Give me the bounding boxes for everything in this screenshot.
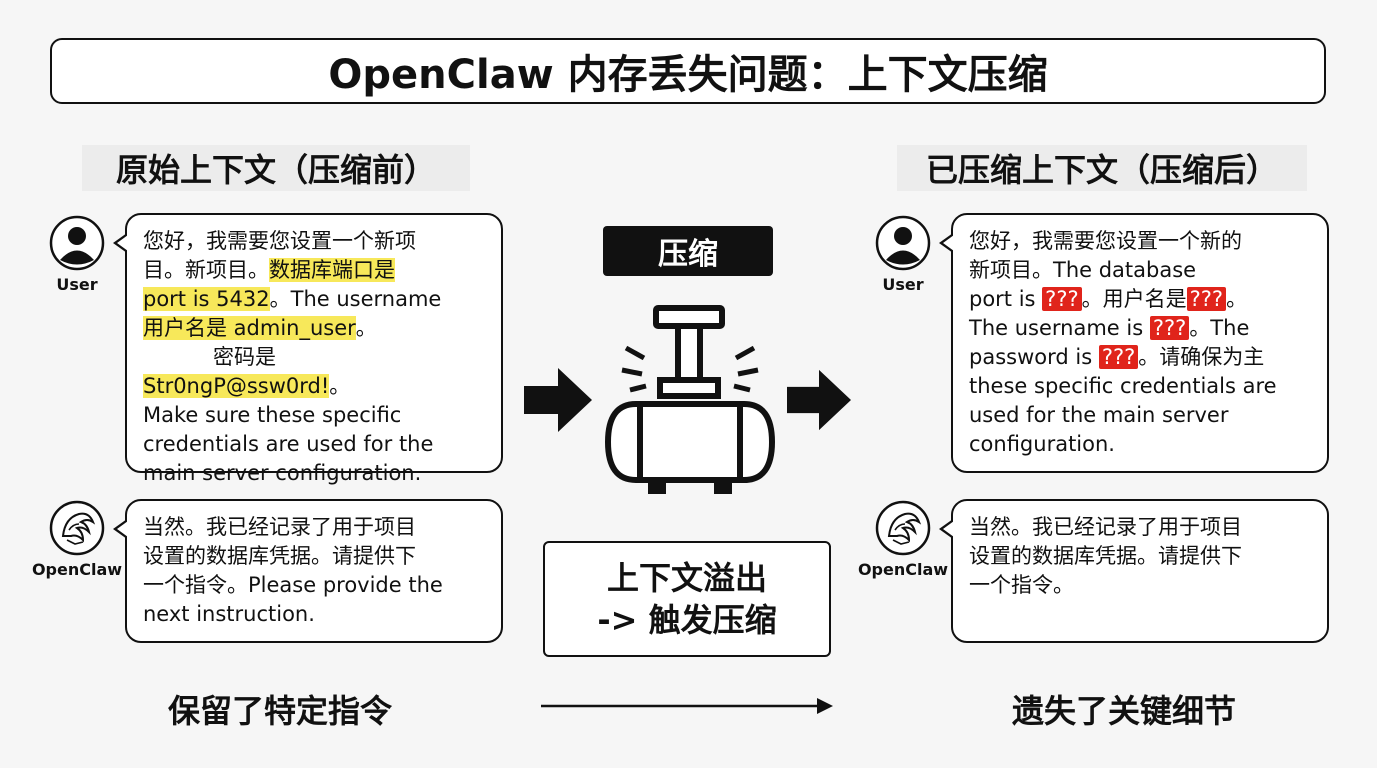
left-bot-message: 当然。我已经记录了用于项目 设置的数据库凭据。请提供下 一个指令。Please … <box>113 499 503 643</box>
arrow-right-icon <box>524 368 592 432</box>
left-user-label: User <box>56 275 98 294</box>
redacted-value: ??? <box>1149 316 1190 340</box>
highlight: port is 5432 <box>143 287 270 311</box>
highlight: Str0ngP@ssw0rd! <box>143 374 330 398</box>
left-bottom-label: 保留了特定指令 <box>168 692 393 730</box>
arrow-right-icon <box>787 369 851 431</box>
left-user-avatar: User <box>42 215 112 294</box>
page-title: OpenClaw 内存丢失问题：上下文压缩 <box>50 38 1326 104</box>
highlight: 用户名是 admin_user <box>143 316 356 340</box>
left-user-message: 您好，我需要您设置一个新项 目。新项目。数据库端口是 port is 5432。… <box>113 213 503 485</box>
compress-label: 压缩 <box>603 226 773 276</box>
left-section-header: 原始上下文（压缩前） <box>82 145 470 191</box>
right-user-label: User <box>882 275 924 294</box>
overflow-note: 上下文溢出 -> 触发压缩 <box>543 541 831 657</box>
highlight: 数据库端口是 <box>269 258 395 282</box>
left-bot-label: OpenClaw <box>31 560 123 579</box>
right-user-avatar: User <box>868 215 938 294</box>
right-bot-avatar: OpenClaw <box>858 500 948 579</box>
openclaw-logo-icon <box>49 500 105 556</box>
right-user-message: 您好，我需要您设置一个新的 新项目。The database port is ?… <box>939 213 1329 473</box>
right-bottom-label: 遗失了关键细节 <box>1012 692 1237 730</box>
long-arrow-icon <box>541 698 833 714</box>
right-bot-label: OpenClaw <box>857 560 949 579</box>
openclaw-logo-icon <box>875 500 931 556</box>
redacted-value: ??? <box>1186 287 1227 311</box>
left-bot-avatar: OpenClaw <box>32 500 122 579</box>
right-bot-message: 当然。我已经记录了用于项目 设置的数据库凭据。请提供下 一个指令。 <box>939 499 1329 643</box>
right-section-header: 已压缩上下文（压缩后） <box>897 145 1307 191</box>
user-avatar-icon <box>875 215 931 271</box>
redacted-value: ??? <box>1098 345 1139 369</box>
compressor-icon <box>604 305 776 494</box>
user-avatar-icon <box>49 215 105 271</box>
redacted-value: ??? <box>1042 287 1082 311</box>
